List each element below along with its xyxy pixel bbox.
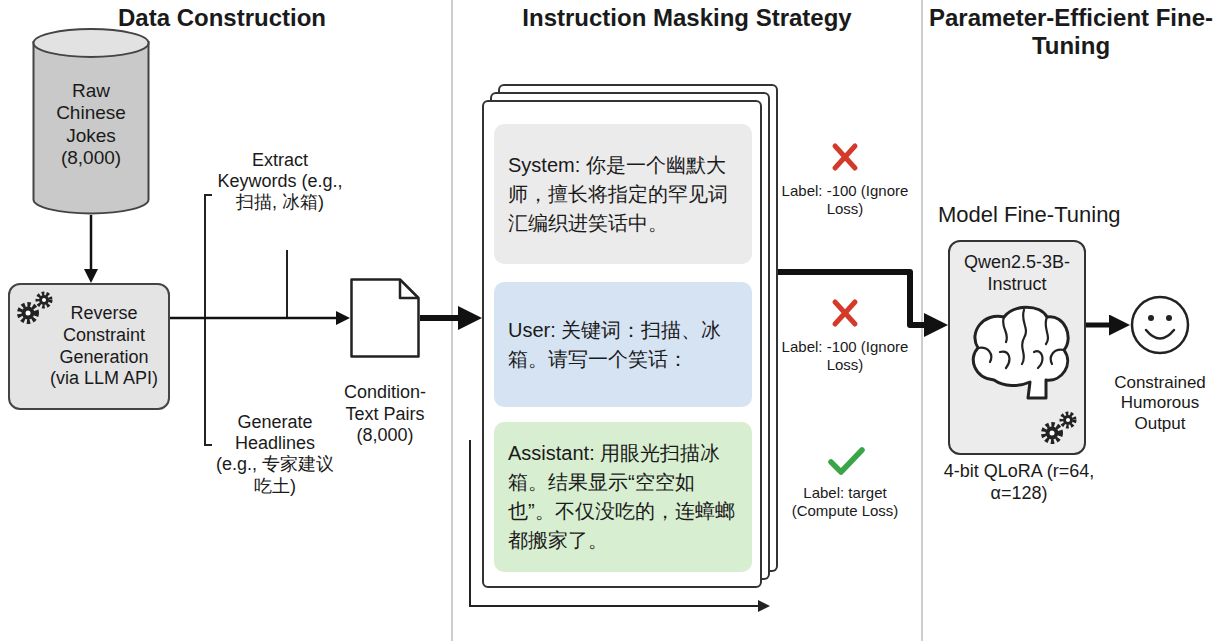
brain-outline [973,307,1068,398]
brain-icon [964,302,1074,402]
face [1132,297,1188,353]
gear-hole [1050,431,1055,436]
gear-hole [1066,418,1070,422]
cross-stroke [835,302,855,324]
gear-teeth [38,294,51,307]
gear-teeth [1062,414,1075,427]
document-page [352,280,419,357]
cylinder-body [34,42,149,213]
smile-outline [1130,295,1190,355]
connector [1086,323,1120,328]
mask-label: Label: -100 (Ignore Loss) [780,182,910,217]
document-fold [400,280,419,299]
doc-outline [350,278,420,358]
gear-icon [1038,409,1080,447]
connector [420,315,470,321]
step-note: Generate Headlines (e.g., 专家建议吃土) [214,412,336,497]
mask-label: Label: target (Compute Loss) [780,484,910,519]
node-caption: Model Fine-Tuning [938,202,1178,228]
node-text: 4-bit QLoRA (r=64, α=128) [939,461,1099,504]
gear-hole [42,298,46,302]
eye [1166,315,1172,321]
gear [20,305,37,322]
gear-body [39,295,49,305]
gear [38,294,51,307]
mask-label: Label: -100 (Ignore Loss) [780,338,910,373]
section-title: Data Construction [12,4,432,32]
node-text: Raw Chinese Jokes (8,000) [38,80,144,170]
node-text: Reverse Constraint Generation (via LLM A… [46,303,162,389]
gear-teeth [20,305,37,322]
gear-hole [26,311,31,316]
connector [90,215,93,276]
gear-body [1046,427,1059,440]
cross-mark [835,146,855,168]
step-note: Extract Keywords (e.g., 扫描, 冰箱) [216,150,344,214]
cross-stroke [835,146,855,168]
cross-mark [835,302,855,324]
user-message: User: 关键词：扫描、冰箱。请写一个笑话： [494,282,752,407]
cross-stroke [835,302,855,324]
check-mark [831,450,862,472]
process-box: Reverse Constraint Generation (via LLM A… [8,283,170,410]
gear-icon [14,289,56,327]
system-message: System: 你是一个幽默大师，擅长将指定的罕见词汇编织进笑话中。 [494,124,752,264]
assistant-message: Assistant: 用眼光扫描冰箱。结果显示“空空如也”。不仅没吃的，连蟑螂都… [494,422,752,572]
gear-teeth [1044,425,1061,442]
model-box: Model Fine-TuningQwen2.5-3B-Instruct4-bi… [948,240,1086,455]
smile [1146,330,1174,339]
gear [1044,425,1061,442]
message-stack: System: 你是一个幽默大师，擅长将指定的罕见词汇编织进笑话中。 User: … [482,100,762,588]
database-cylinder: Raw Chinese Jokes (8,000) [32,28,150,215]
connector [762,272,936,325]
document-icon: Condition-Text Pairs (8,000) [350,278,420,358]
section-divider [921,0,923,641]
gear-body [1063,415,1073,425]
cylinder-top [34,29,149,57]
gear [1062,414,1075,427]
section-title: Parameter-Efficient Fine-Tuning [925,4,1217,61]
cross-stroke [835,146,855,168]
section-title: Instruction Masking Strategy [462,4,912,32]
smiley-output: Constrained Humorous Output [1130,295,1190,355]
node-caption: Constrained Humorous Output [1105,373,1215,434]
node-text: System: 你是一个幽默大师，擅长将指定的罕见词汇编织进笑话中。 [508,151,738,238]
bracket-line [205,195,212,445]
bracket-line [286,250,288,318]
gear-body [22,307,35,320]
node-text: User: 关键词：扫描、冰箱。请写一个笑话： [508,316,738,374]
eye [1148,315,1154,321]
node-text: Qwen2.5-3B-Instruct [956,252,1078,295]
brain-fold [978,310,1064,368]
connector [170,317,343,320]
node-caption: Condition-Text Pairs (8,000) [330,382,440,447]
node-text: Assistant: 用眼光扫描冰箱。结果显示“空空如也”。不仅没吃的，连蟑螂都… [508,439,738,555]
